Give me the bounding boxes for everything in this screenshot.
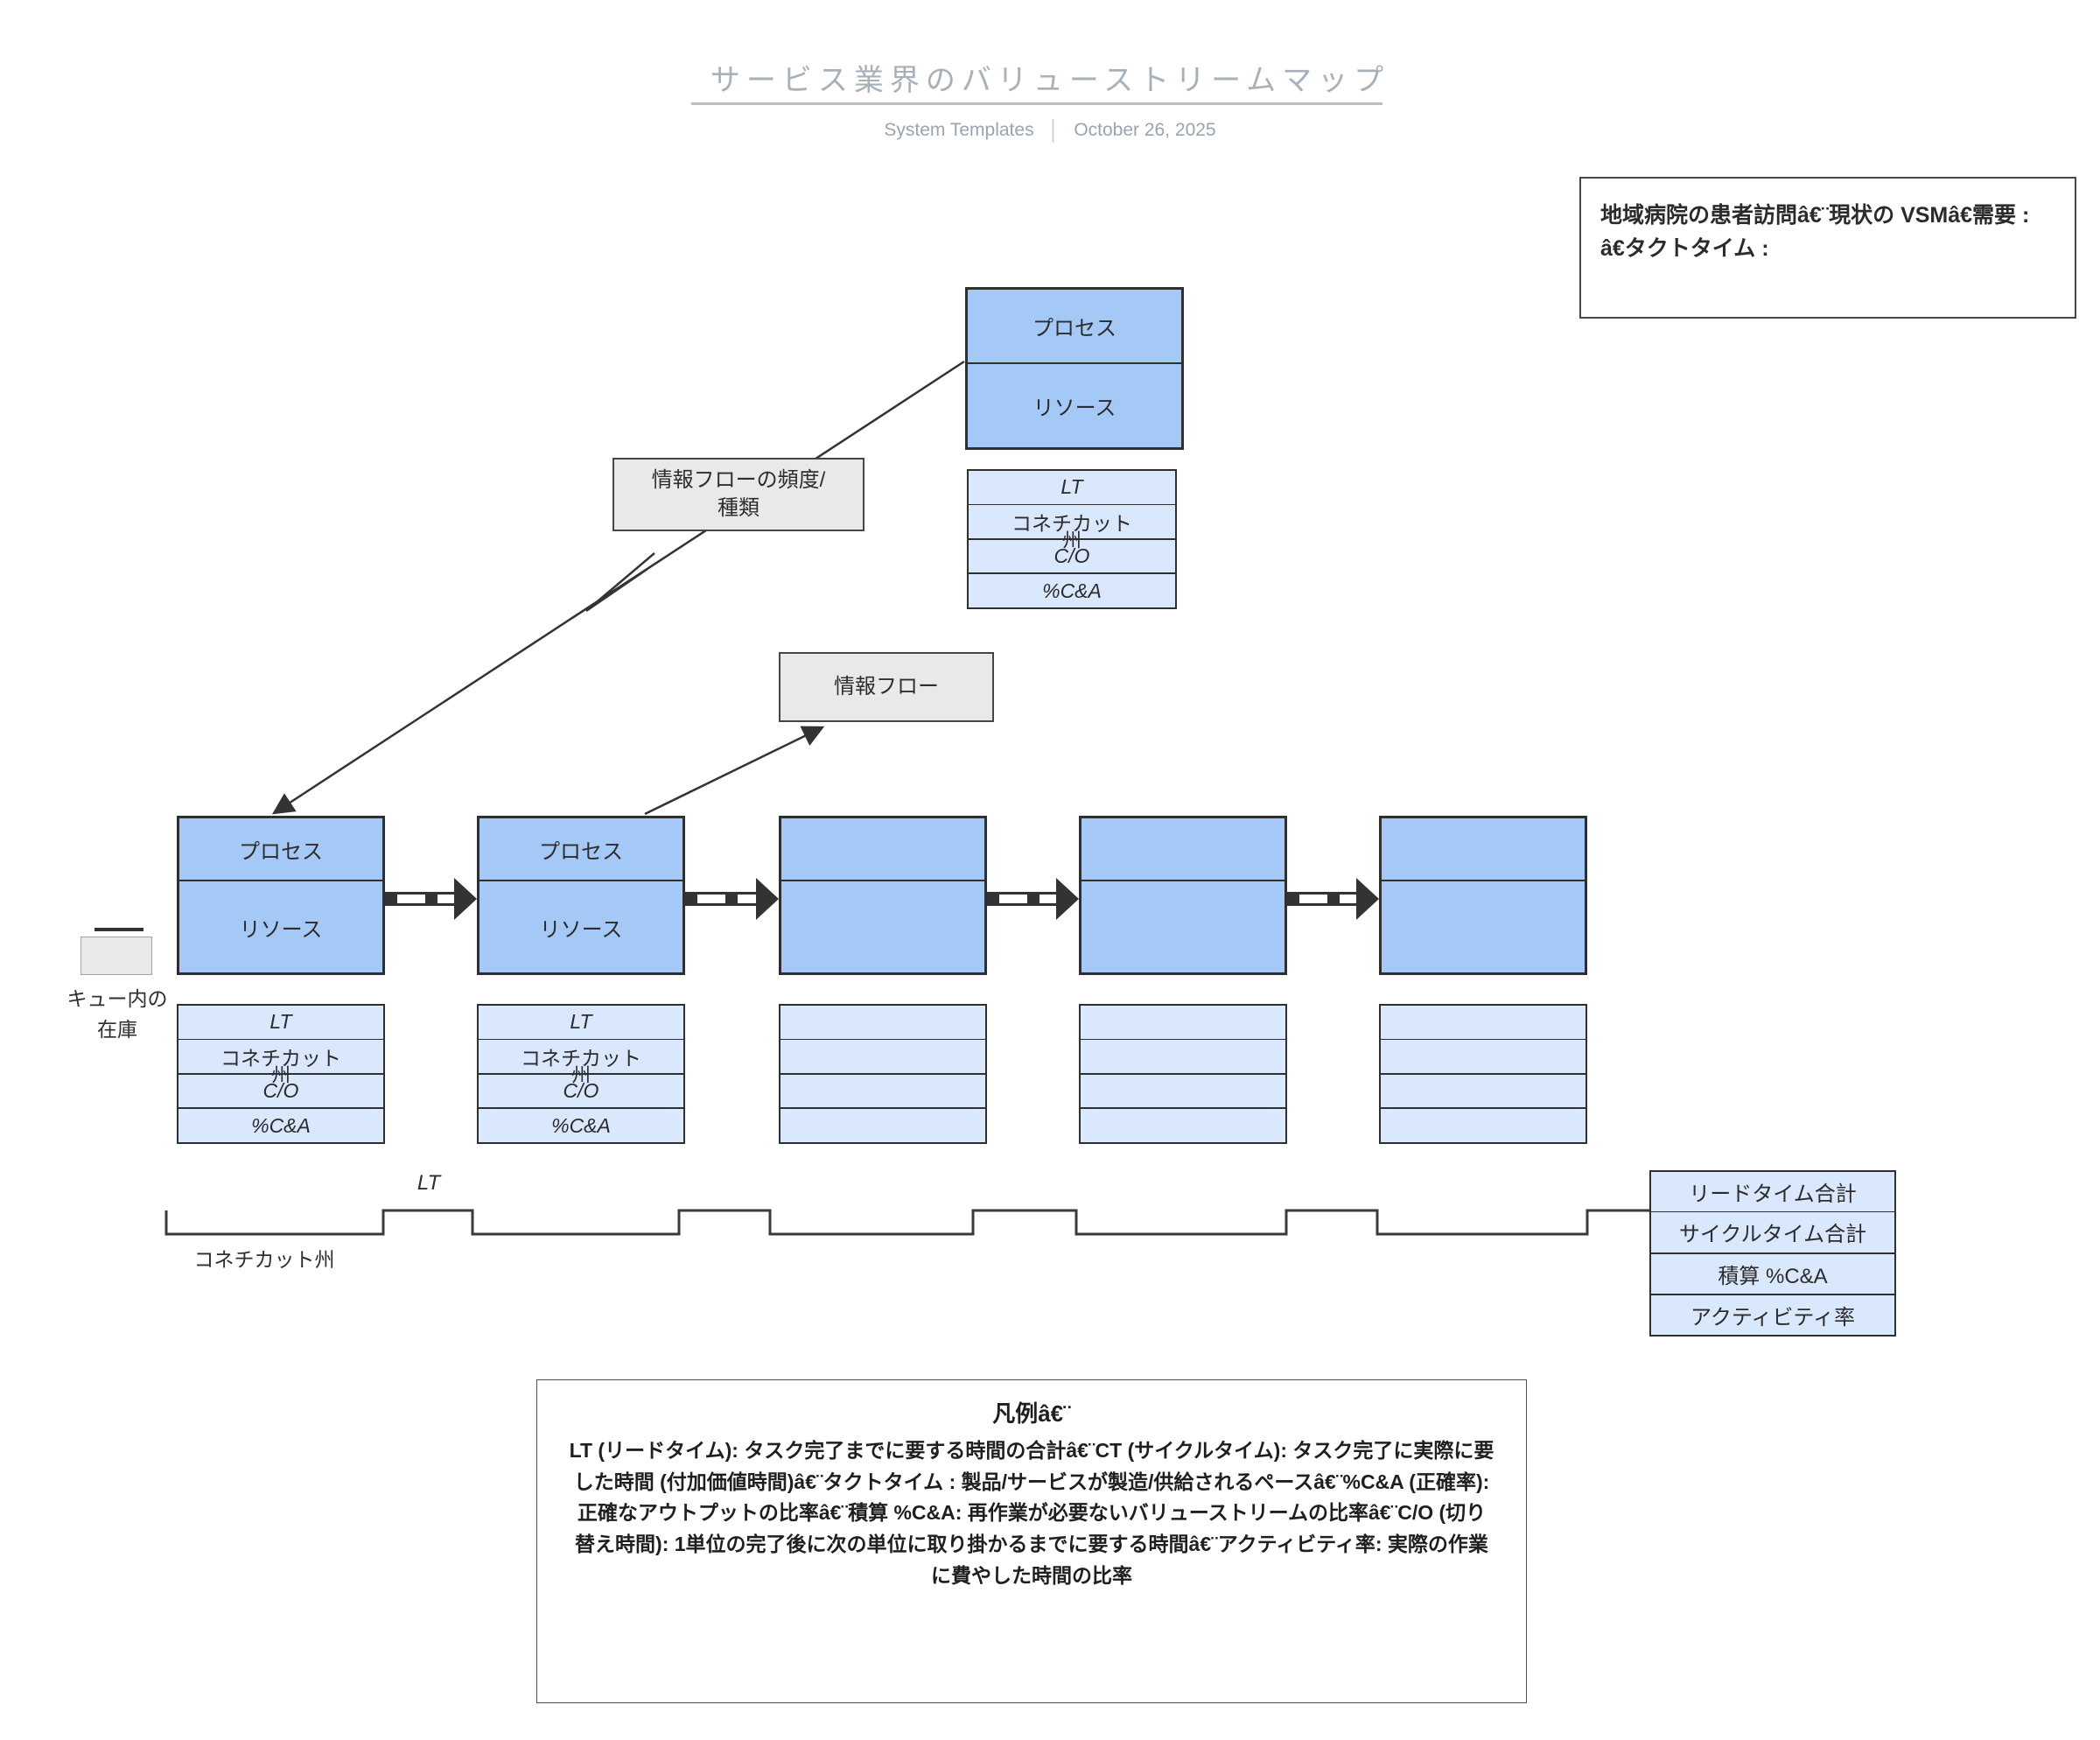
subtitle-divider: │ xyxy=(1047,119,1060,141)
info-flow-label: 情報フロー xyxy=(834,674,939,698)
process-label-cell xyxy=(1082,818,1284,881)
metrics-box-3[interactable] xyxy=(779,1004,987,1144)
resource-label-cell xyxy=(781,881,984,972)
process-box-2[interactable]: プロセス リソース xyxy=(477,816,685,975)
metric-pca xyxy=(780,1107,985,1142)
timeline-ladder[interactable] xyxy=(164,1209,1649,1236)
metric-co xyxy=(1081,1072,1285,1108)
lightning-zigzag-mark[interactable] xyxy=(571,552,655,620)
co-overlay-glyph: 州 xyxy=(270,1063,290,1086)
subtitle-row: System Templates │ October 26, 2025 xyxy=(0,119,2100,142)
process-label-cell: プロセス xyxy=(968,290,1181,364)
legend-body: LT (リードタイム): タスク完了までに要する時間の合計â€¨CT (サイクル… xyxy=(569,1439,1494,1587)
queue-inventory-icon xyxy=(94,928,144,931)
process-label-cell xyxy=(1382,818,1585,881)
process-box-top[interactable]: プロセス リソース xyxy=(965,287,1184,450)
push-arrow-2[interactable] xyxy=(685,878,779,920)
subtitle-source: System Templates xyxy=(884,120,1034,140)
resource-label-cell: リソース xyxy=(239,917,323,942)
process-label: プロセス xyxy=(1032,317,1116,340)
process-box-5[interactable] xyxy=(1379,816,1587,975)
summary-cycle-time: サイクルタイム合計 xyxy=(1651,1211,1894,1252)
info-frequency-line2: 種類 xyxy=(718,496,760,520)
push-arrow-1[interactable] xyxy=(385,878,477,920)
process-label-cell: プロセス xyxy=(179,818,382,881)
metric-state: コネチカット xyxy=(969,503,1175,538)
summary-rolled-pca: 積算 %C&A xyxy=(1651,1252,1894,1294)
co-overlay-glyph: 州 xyxy=(1061,529,1082,551)
metric-state: コネチカット xyxy=(479,1038,683,1073)
metric-co xyxy=(1381,1072,1586,1108)
resource-label-cell: リソース xyxy=(968,364,1181,447)
metric-lt: LT xyxy=(570,1010,592,1034)
resource-label: リソース xyxy=(1032,396,1116,420)
info-frequency-connector-line[interactable] xyxy=(271,360,965,815)
page-title: サービス業界のバリューストリームマップ xyxy=(710,64,1390,97)
metric-pca: %C&A xyxy=(178,1107,383,1142)
metric-pca xyxy=(1381,1107,1586,1142)
resource-label-cell xyxy=(1082,881,1284,972)
metric-pca: %C&A xyxy=(969,572,1175,607)
process-label-cell xyxy=(781,818,984,881)
summary-activity-rate: アクティビティ率 xyxy=(1651,1293,1894,1335)
demand-note-box[interactable]: 地域病院の患者訪問â€¨現状の VSMâ€需要 : â€タクトタイム : xyxy=(1579,177,2076,319)
info-frequency-line1: 情報フローの頻度/ xyxy=(651,467,826,492)
timeline-state-label: コネチカット州 xyxy=(193,1248,335,1271)
queue-inventory-box[interactable] xyxy=(80,937,152,975)
metric-co xyxy=(780,1072,985,1108)
metric-lt: LT xyxy=(1060,475,1083,499)
metrics-box-4[interactable] xyxy=(1079,1004,1287,1144)
metric-pca xyxy=(1081,1107,1285,1142)
demand-note-text: 地域病院の患者訪問â€¨現状の VSMâ€需要 : â€タクトタイム : xyxy=(1600,203,2030,261)
process-label-cell: プロセス xyxy=(480,818,682,881)
metric-lt xyxy=(780,1006,985,1039)
push-arrow-4[interactable] xyxy=(1287,878,1379,920)
process-box-1[interactable]: プロセス リソース xyxy=(177,816,385,975)
summary-totals-box[interactable]: リードタイム合計 サイクルタイム合計 積算 %C&A アクティビティ率 xyxy=(1649,1170,1896,1337)
subtitle-date: October 26, 2025 xyxy=(1074,120,1216,140)
push-arrow-3[interactable] xyxy=(987,878,1079,920)
metric-state xyxy=(780,1038,985,1073)
timeline-lt-label: LT xyxy=(416,1171,441,1195)
info-flow-connector-arrow[interactable] xyxy=(644,726,825,816)
legend-box[interactable]: 凡例â€¨ LT (リードタイム): タスク完了までに要する時間の合計â€¨CT… xyxy=(536,1379,1527,1703)
metric-lt xyxy=(1081,1006,1285,1039)
summary-lead-time: リードタイム合計 xyxy=(1689,1182,1857,1207)
metrics-box-5[interactable] xyxy=(1379,1004,1587,1144)
co-overlay-glyph: 州 xyxy=(570,1063,591,1086)
metric-lt: LT xyxy=(270,1010,292,1034)
metric-lt xyxy=(1381,1006,1586,1039)
metric-pca: %C&A xyxy=(479,1107,683,1142)
title-underline xyxy=(691,102,1382,105)
process-box-3[interactable] xyxy=(779,816,987,975)
legend-title: 凡例â€¨ xyxy=(992,1400,1071,1427)
metric-state xyxy=(1081,1038,1285,1073)
info-flow-box[interactable]: 情報フロー xyxy=(779,652,994,722)
queue-inventory-label: キュー内の 在庫 xyxy=(66,987,168,1041)
resource-label-cell xyxy=(1382,881,1585,972)
process-box-4[interactable] xyxy=(1079,816,1287,975)
info-frequency-box[interactable]: 情報フローの頻度/ 種類 xyxy=(612,458,864,531)
metric-state: コネチカット xyxy=(178,1038,383,1073)
resource-label-cell: リソース xyxy=(539,917,623,942)
metric-state xyxy=(1381,1038,1586,1073)
